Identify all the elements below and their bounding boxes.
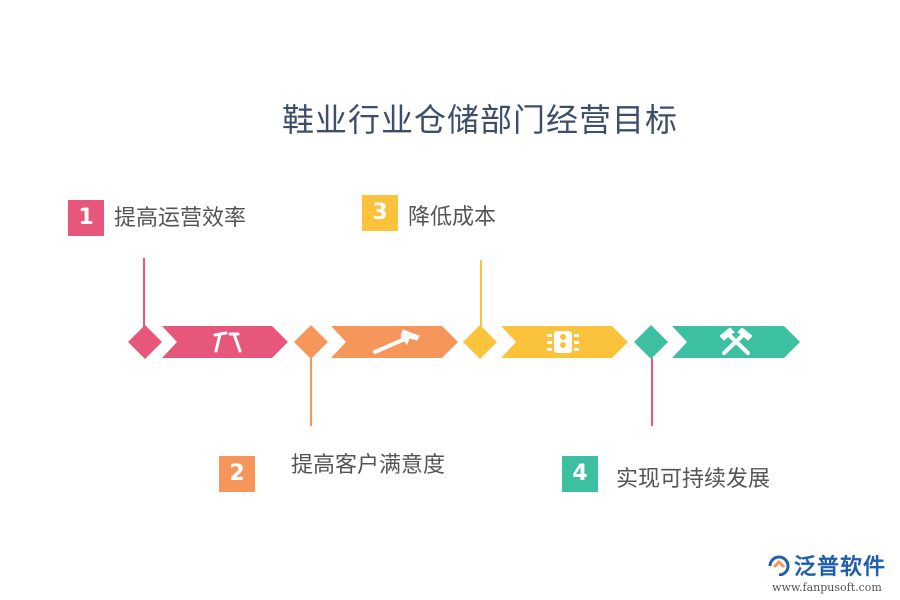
step-1-chevron bbox=[162, 326, 288, 358]
logo-url: www.fanpusoft.com bbox=[772, 581, 882, 594]
step-3-diamond bbox=[463, 325, 497, 359]
step-1-diamond bbox=[128, 325, 162, 359]
step-4-badge: 4 bbox=[562, 456, 598, 492]
step-4-label: 实现可持续发展 bbox=[616, 467, 771, 492]
step-1-label: 提高运营效率 bbox=[114, 206, 247, 231]
step-1-badge: 1 bbox=[68, 200, 104, 236]
step-1-connector bbox=[143, 258, 145, 328]
step-4-diamond bbox=[634, 325, 668, 359]
crossed-hammers-icon bbox=[719, 327, 753, 355]
step-3-label: 降低成本 bbox=[408, 205, 497, 230]
step-2-label: 提高客户满意度 bbox=[291, 453, 446, 478]
page-title: 鞋业行业仓储部门经营目标 bbox=[281, 101, 678, 139]
hammer-icon bbox=[373, 329, 420, 354]
step-3-badge: 3 bbox=[362, 195, 398, 231]
traffic-light-icon bbox=[547, 331, 579, 353]
step-2-badge: 2 bbox=[219, 456, 255, 492]
step-2-diamond bbox=[294, 325, 328, 359]
brand-logo: 泛普软件 www.fanpusoft.com bbox=[768, 549, 886, 594]
step-2-connector bbox=[310, 358, 312, 426]
step-3-connector bbox=[480, 260, 482, 328]
pliers-hammer-icon bbox=[213, 331, 242, 353]
logo-name: 泛普软件 bbox=[793, 555, 886, 580]
fanpu-logo-icon bbox=[768, 555, 790, 576]
step-4-connector bbox=[651, 358, 653, 426]
